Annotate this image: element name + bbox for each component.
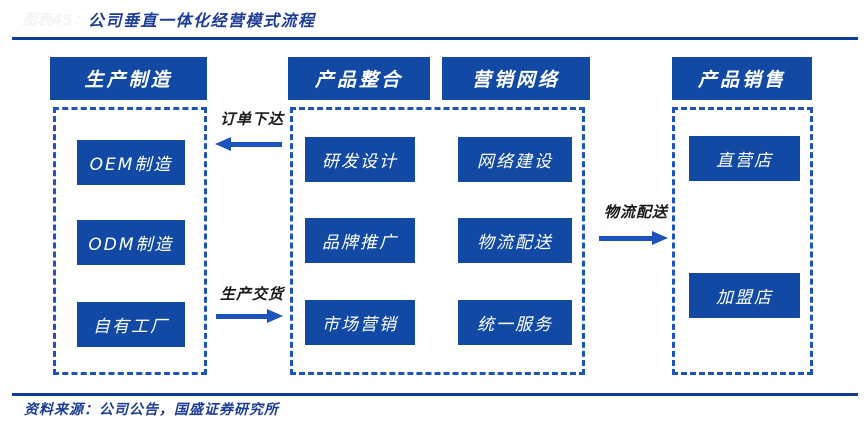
process-box-logistics-distribution: 物流配送 (458, 218, 572, 263)
integration-network-group-box (290, 107, 585, 375)
arrow-label-production-delivery: 生产交货 (219, 285, 284, 303)
title-underline-rule (12, 37, 858, 40)
right-arrow-shaft (599, 236, 652, 241)
right-arrow-shaft (216, 314, 267, 319)
figure-number-label: 图表45： (22, 11, 88, 29)
arrow-label-logistics-distribution: 物流配送 (603, 203, 668, 221)
header-product-integration: 产品整合 (288, 57, 430, 100)
process-box-oem: OEM制造 (77, 140, 185, 185)
process-box-unified-service: 统一服务 (458, 300, 572, 345)
right-arrow-icon (267, 309, 283, 323)
process-box-own-factory: 自有工厂 (77, 302, 185, 347)
process-box-odm: ODM制造 (77, 220, 185, 265)
process-box-franchise-store: 加盟店 (689, 273, 800, 318)
process-box-brand-promotion: 品牌推广 (305, 218, 415, 263)
process-box-rd-design: 研发设计 (305, 137, 415, 182)
sales-group-box (672, 107, 813, 375)
process-box-direct-store: 直营店 (689, 136, 800, 181)
header-marketing-network: 营销网络 (442, 57, 590, 100)
left-arrow-icon (215, 137, 231, 151)
figure-title: 公司垂直一体化经营模式流程 (88, 11, 316, 30)
data-source-note: 资料来源：公司公告，国盛证券研究所 (24, 402, 279, 418)
left-arrow-shaft (231, 142, 282, 147)
right-arrow-icon (652, 231, 668, 245)
header-production: 生产制造 (50, 57, 207, 100)
footer-rule (12, 393, 858, 396)
process-box-network-construction: 网络建设 (458, 137, 572, 182)
process-box-market-marketing: 市场营销 (305, 300, 415, 345)
arrow-label-order-placement: 订单下达 (219, 110, 284, 128)
header-product-sales: 产品销售 (672, 57, 812, 100)
production-group-box (53, 107, 207, 375)
